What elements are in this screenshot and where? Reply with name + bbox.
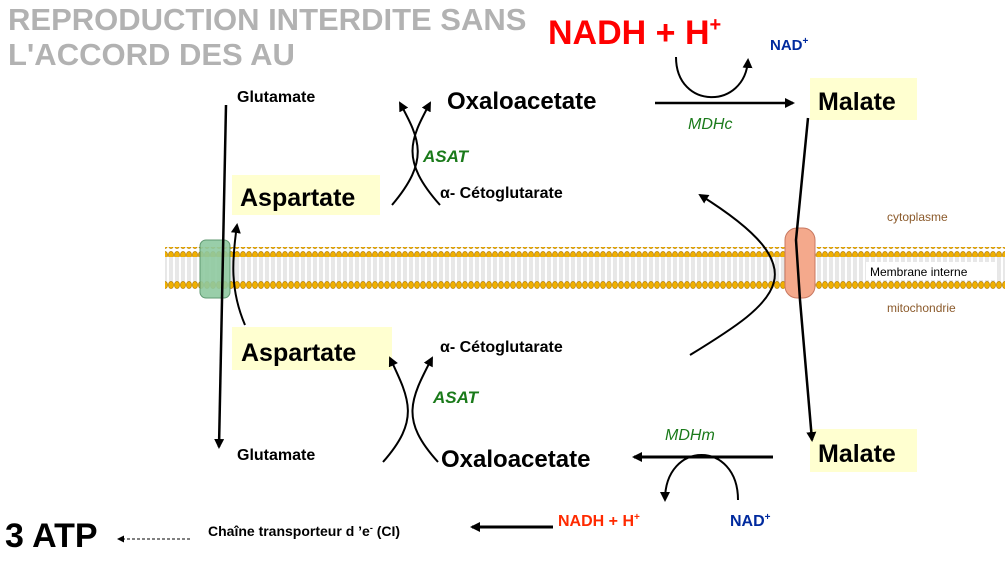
malate-matrix-box: [810, 429, 917, 472]
malate-cyto-label: Malate: [818, 88, 896, 116]
inner-membrane-bilayer: [165, 247, 1005, 291]
mdhc-label: MDHc: [688, 116, 732, 133]
asat-cyto-label: ASAT: [422, 147, 470, 166]
nadh-to-nad-cyto-arrow: [675, 56, 753, 99]
asat-matrix-arrow-1: [382, 356, 409, 463]
malate-matrix-label: Malate: [818, 440, 896, 468]
nad-to-nadh-matrix-arrow: [660, 454, 739, 502]
atp-yield-label: 3 ATP: [5, 517, 98, 555]
membrane-label: Membrane interne: [870, 265, 968, 279]
ketoglutarate-cyto-label: α- Cétoglutarate: [440, 185, 563, 202]
aspartate-matrix-label: Aspartate: [241, 339, 356, 367]
asat-matrix-label: ASAT: [432, 388, 480, 407]
aspartate-transport-arrow: [230, 223, 246, 326]
glutamate-cyto-label: Glutamate: [237, 89, 315, 106]
cytoplasm-region-label: cytoplasme: [887, 210, 948, 224]
aspartate-cyto-box: [232, 175, 380, 215]
oxaloacetate-matrix-label: Oxaloacetate: [441, 446, 590, 473]
malate-transport-arrow: [794, 117, 817, 442]
aspartate-glutamate-carrier: [199, 239, 231, 299]
glutamate-transport-arrow: [214, 104, 228, 449]
electron-chain-label: Chaîne transporteur d ’e- (CI): [208, 523, 400, 539]
nadh-cyto-label: NADH + H+: [548, 14, 721, 52]
mitochondria-region-label: mitochondrie: [887, 301, 956, 315]
nad-matrix-label: NAD+: [730, 512, 771, 530]
nadh-matrix-label: NADH + H+: [558, 512, 640, 530]
oxaloacetate-cyto-label: Oxaloacetate: [447, 88, 596, 115]
ketoglutarate-transport-arrow: [689, 193, 776, 356]
ketoglutarate-matrix-label: α- Cétoglutarate: [440, 339, 563, 356]
asat-cyto-arrow-1: [391, 101, 419, 206]
membrane-label-bg: [866, 262, 996, 280]
asat-matrix-arrow-2: [411, 356, 439, 463]
arrows: [117, 56, 817, 543]
aspartate-matrix-box: [232, 327, 392, 370]
glutamate-matrix-label: Glutamate: [237, 447, 315, 464]
malate-cyto-box: [810, 78, 917, 120]
asat-cyto-arrow-2: [411, 101, 441, 206]
nad-cyto-label: NAD+: [770, 36, 809, 54]
watermark: REPRODUCTION INTERDITE SANS L'ACCORD DES…: [8, 2, 527, 72]
mdhm-label: MDHm: [665, 427, 715, 444]
aspartate-cyto-label: Aspartate: [240, 184, 355, 212]
